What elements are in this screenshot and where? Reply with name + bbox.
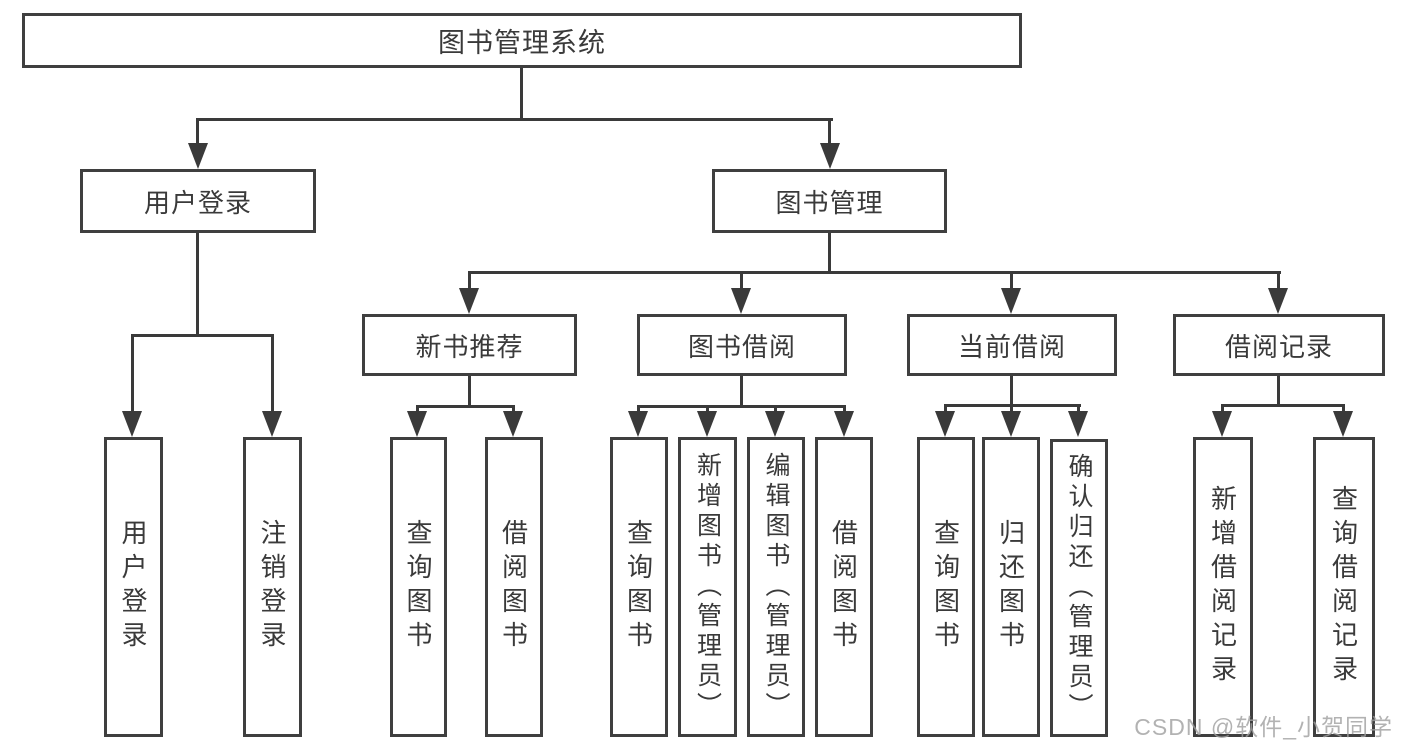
arrowhead-icon xyxy=(1212,411,1232,437)
connector-line xyxy=(468,271,471,291)
connector-line xyxy=(740,376,743,408)
connector-line xyxy=(944,404,947,414)
arrowhead-icon xyxy=(834,411,854,437)
connector-line xyxy=(828,233,831,274)
node-new-book-recommend: 新书推荐 xyxy=(362,314,577,376)
arrowhead-icon xyxy=(1001,288,1021,314)
connector-line xyxy=(271,334,274,414)
arrowhead-icon xyxy=(765,411,785,437)
leaf-query-books-borrow: 查询图书 xyxy=(610,437,668,737)
leaf-logout: 注销登录 xyxy=(243,437,302,737)
connector-line xyxy=(196,118,199,146)
arrowhead-icon xyxy=(262,411,282,437)
connector-line xyxy=(1277,376,1280,407)
arrowhead-icon xyxy=(935,411,955,437)
leaf-query-books-current: 查询图书 xyxy=(917,437,975,737)
connector-line xyxy=(197,118,833,121)
connector-line xyxy=(132,334,274,337)
connector-line xyxy=(1221,404,1224,414)
arrowhead-icon xyxy=(459,288,479,314)
arrowhead-icon xyxy=(1268,288,1288,314)
connector-line xyxy=(1010,376,1013,407)
connector-line xyxy=(1010,271,1013,291)
leaf-return-books: 归还图书 xyxy=(982,437,1040,737)
arrowhead-icon xyxy=(820,143,840,169)
connector-line xyxy=(131,334,134,414)
csdn-watermark: CSDN @软件_小贺同学 xyxy=(1134,714,1393,740)
node-book-borrow: 图书借阅 xyxy=(637,314,847,376)
leaf-user-login: 用户登录 xyxy=(104,437,163,737)
connector-line xyxy=(638,405,846,408)
connector-line xyxy=(1221,404,1345,407)
arrowhead-icon xyxy=(697,411,717,437)
arrowhead-icon xyxy=(1333,411,1353,437)
connector-line xyxy=(1342,404,1345,414)
connector-line xyxy=(196,233,199,336)
connector-line xyxy=(520,68,523,120)
arrowhead-icon xyxy=(407,411,427,437)
arrowhead-icon xyxy=(122,411,142,437)
leaf-borrow-books: 借阅图书 xyxy=(815,437,873,737)
node-book-management: 图书管理 xyxy=(712,169,947,233)
leaf-query-books-recommend: 查询图书 xyxy=(390,437,447,737)
arrowhead-icon xyxy=(628,411,648,437)
node-borrow-records: 借阅记录 xyxy=(1173,314,1385,376)
arrowhead-icon xyxy=(1068,411,1088,437)
leaf-add-books-admin: 新增图书（管理员） xyxy=(678,437,737,737)
leaf-add-borrow-record: 新增借阅记录 xyxy=(1193,437,1253,737)
connector-line xyxy=(740,271,743,291)
connector-line xyxy=(468,271,1281,274)
connector-line xyxy=(1010,404,1013,414)
arrowhead-icon xyxy=(731,288,751,314)
node-library-management-system: 图书管理系统 xyxy=(22,13,1022,68)
leaf-query-borrow-record: 查询借阅记录 xyxy=(1313,437,1375,737)
leaf-confirm-return-admin: 确认归还（管理员） xyxy=(1050,439,1108,737)
leaf-edit-books-admin: 编辑图书（管理员） xyxy=(747,437,805,737)
arrowhead-icon xyxy=(188,143,208,169)
connector-line xyxy=(512,405,515,414)
connector-line xyxy=(1277,271,1280,291)
connector-line xyxy=(706,405,709,414)
node-user-login: 用户登录 xyxy=(80,169,316,233)
node-current-borrow: 当前借阅 xyxy=(907,314,1117,376)
connector-line xyxy=(1077,404,1080,414)
connector-line xyxy=(843,405,846,414)
leaf-borrow-books-recommend: 借阅图书 xyxy=(485,437,543,737)
connector-line xyxy=(828,118,831,146)
connector-line xyxy=(637,405,640,414)
arrowhead-icon xyxy=(1001,411,1021,437)
connector-line xyxy=(774,405,777,414)
connector-line xyxy=(468,376,471,408)
arrowhead-icon xyxy=(503,411,523,437)
connector-line xyxy=(417,405,515,408)
connector-line xyxy=(416,405,419,414)
